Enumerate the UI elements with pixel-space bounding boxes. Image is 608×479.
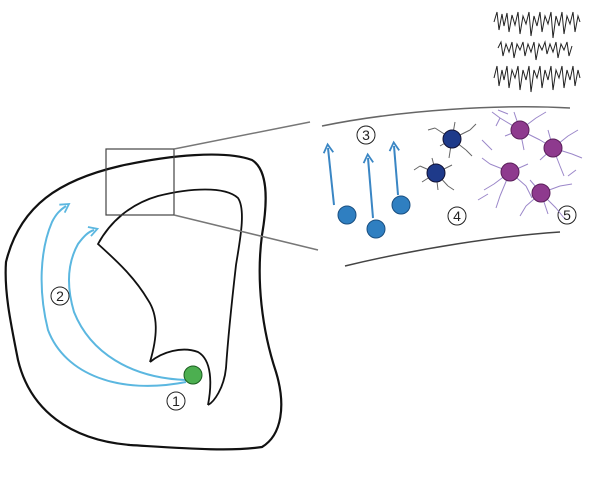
interneuron-cell [442,129,462,149]
purple-process [477,109,583,219]
glia-cell [531,183,551,203]
radial-migration-group [322,140,411,239]
migrating-cell [366,219,386,239]
migration-arrow-inner [68,226,187,381]
activity-trace [497,40,573,61]
panel-top-boundary [321,106,571,127]
glia-group [477,109,583,219]
zoom-box [105,148,175,216]
ventricle-tip [149,348,212,406]
radial-arrow-1 [322,142,335,206]
label-1-text: 1 [172,393,180,409]
migrating-cell [391,195,411,215]
label-1: 1 [166,391,186,411]
label-4: 4 [447,206,467,226]
progenitor-cell [183,365,203,385]
label-5-text: 5 [563,207,571,223]
label-2-text: 2 [56,288,64,304]
interneuron-group [413,121,477,191]
glia-cell [543,138,563,158]
radial-arrow-3 [388,140,400,196]
zoom-line-top [173,121,311,150]
zoom-line-bottom [173,214,319,251]
activity-traces [493,11,581,93]
glia-cell [510,120,530,140]
label-2: 2 [50,286,70,306]
activity-trace [493,65,581,93]
label-5: 5 [557,205,577,225]
gray-process [413,121,477,191]
label-3: 3 [356,125,376,145]
migration-arrow-outer [40,202,187,387]
radial-arrow-2 [362,152,374,219]
label-4-text: 4 [453,208,461,224]
migrating-cell [337,205,357,225]
panel-bottom-boundary [344,231,561,267]
label-3-text: 3 [362,127,370,143]
glia-cell [500,162,520,182]
interneuron-cell [426,163,446,183]
activity-trace [493,11,581,39]
ventricle-outline [96,188,243,406]
hemisphere-outline [4,153,283,451]
